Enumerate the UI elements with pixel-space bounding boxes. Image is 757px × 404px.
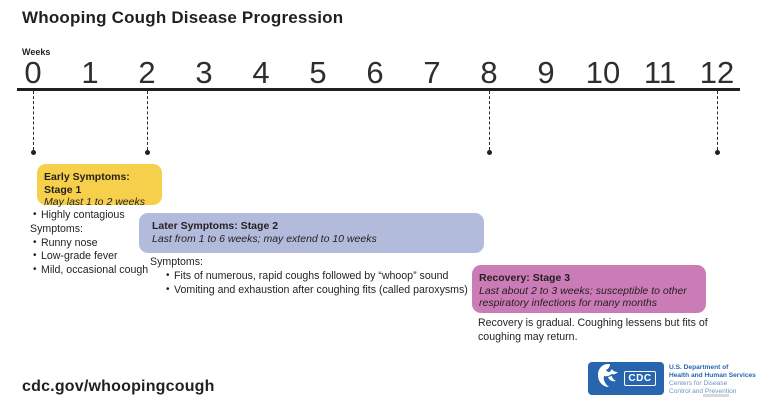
hhs-eagle-icon xyxy=(596,363,620,394)
cdc-url: cdc.gov/whoopingcough xyxy=(22,378,215,395)
timeline-tick-0: 0 xyxy=(24,55,42,90)
stage1-notes: Highly contagious Symptoms: Runny nose L… xyxy=(30,208,155,278)
timeline-tick-8: 8 xyxy=(480,55,498,90)
stage2-notes: Symptoms: Fits of numerous, rapid coughs… xyxy=(150,256,490,297)
stage1-symptom-1: Runny nose xyxy=(30,236,155,251)
week-2-marker-dot xyxy=(144,149,151,155)
cdc-logo-text: CDC xyxy=(624,371,656,386)
stage2-symptoms-label: Symptoms: xyxy=(150,256,203,268)
stage2-symptom-2: Vomiting and exhaustion after coughing f… xyxy=(163,283,490,298)
stage1-box: Early Symptoms: Stage 1 May last 1 to 2 … xyxy=(37,164,162,208)
timeline-tick-10: 10 xyxy=(585,55,621,90)
stage1-bullet-contagious: Highly contagious xyxy=(30,208,155,223)
stage3-box: Recovery: Stage 3 Last about 2 to 3 week… xyxy=(472,265,706,313)
stage1-name: Early Symptoms: Stage 1 xyxy=(44,171,130,196)
timeline-tick-6: 6 xyxy=(366,55,384,90)
cdc-logo-badge: CDC xyxy=(588,362,664,395)
cdc-org-line2: Control and Prevention xyxy=(669,388,737,395)
stage2-duration: Last from 1 to 6 weeks; may extend to 10… xyxy=(152,232,377,245)
timeline-tick-4: 4 xyxy=(252,55,270,90)
timeline-tick-7: 7 xyxy=(423,55,441,90)
stage3-duration: Last about 2 to 3 weeks; susceptible to … xyxy=(479,284,687,309)
stage1-symptom-3: Mild, occasional cough xyxy=(30,263,155,278)
timeline-tick-5: 5 xyxy=(309,55,327,90)
timeline-tick-12: 12 xyxy=(699,55,735,90)
stage1-symptom-2: Low-grade fever xyxy=(30,249,155,264)
stage1-symptoms-label: Symptoms: xyxy=(30,222,83,235)
week-8-marker-dot xyxy=(486,149,493,155)
week-8-marker-line xyxy=(486,91,493,155)
hhs-dept-line1: U.S. Department of xyxy=(669,364,729,371)
timeline-tick-3: 3 xyxy=(195,55,213,90)
hhs-text-block: U.S. Department of Health and Human Serv… xyxy=(669,362,756,396)
timeline-axis-label: Weeks xyxy=(22,47,51,57)
fine-print-code xyxy=(703,394,729,397)
week-0-marker-line xyxy=(30,91,37,155)
cdc-hhs-logo: CDC U.S. Department of Health and Human … xyxy=(588,362,756,396)
timeline-tick-1: 1 xyxy=(81,55,99,90)
stage3-name: Recovery: Stage 3 xyxy=(479,272,571,284)
week-2-marker-line xyxy=(144,91,151,155)
hhs-dept-line2: Health and Human Services xyxy=(669,372,756,379)
week-0-marker-dot xyxy=(30,149,37,155)
stage2-box: Later Symptoms: Stage 2 Last from 1 to 6… xyxy=(139,213,484,253)
week-12-marker-dot xyxy=(714,149,721,155)
timeline-tick-11: 11 xyxy=(643,55,677,90)
timeline-axis-line xyxy=(17,88,740,91)
stage3-recovery-note: Recovery is gradual. Coughing lessens bu… xyxy=(478,317,708,343)
cdc-org-line1: Centers for Disease xyxy=(669,380,728,387)
stage2-name: Later Symptoms: Stage 2 xyxy=(152,220,279,232)
page-title: Whooping Cough Disease Progression xyxy=(22,8,344,27)
stage2-symptom-1: Fits of numerous, rapid coughs followed … xyxy=(163,269,490,284)
stage1-duration: May last 1 to 2 weeks xyxy=(44,196,145,208)
week-12-marker-line xyxy=(714,91,721,155)
timeline-tick-9: 9 xyxy=(537,55,555,90)
timeline-tick-2: 2 xyxy=(138,55,156,90)
